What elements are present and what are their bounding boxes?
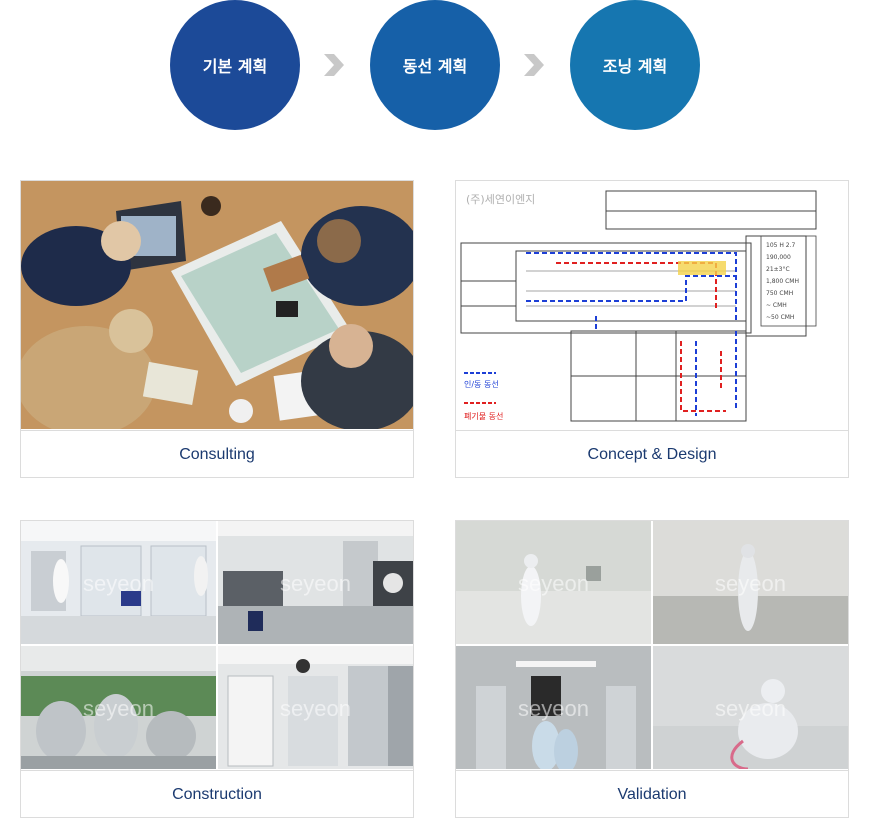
card-label: Concept & Design — [456, 430, 848, 479]
validation-test-photo-4: seyeon — [653, 646, 848, 769]
validation-test-photo-1: seyeon — [456, 521, 651, 644]
svg-text:~50 CMH: ~50 CMH — [766, 314, 794, 321]
watermark-text: seyeon — [280, 571, 351, 596]
card-validation[interactable]: seyeon seyeon seyeon — [455, 520, 849, 818]
plan-legend-text: 폐기물 동선 — [464, 411, 503, 421]
lab-room-photo: seyeon — [218, 521, 413, 644]
chevron-right-icon — [524, 54, 544, 76]
step-label: 조닝 계획 — [602, 57, 668, 76]
process-steps: 기본 계획 동선 계획 조닝 계획 — [0, 0, 870, 130]
svg-text:1,800 CMH: 1,800 CMH — [766, 278, 799, 285]
plan-company-text: (주)세연이엔지 — [466, 193, 535, 206]
step-label: 기본 계획 — [202, 57, 268, 76]
watermark-text: seyeon — [83, 571, 154, 596]
chevron-right-icon — [324, 54, 344, 76]
watermark-text: seyeon — [83, 696, 154, 721]
validation-test-photo-2: seyeon — [653, 521, 848, 644]
plan-legend-text: 인/동 동선 — [464, 379, 499, 389]
card-consulting[interactable]: Consulting — [20, 180, 414, 478]
production-equipment-photo: seyeon — [21, 646, 216, 769]
card-construction[interactable]: seyeon seyeon seyeon — [20, 520, 414, 818]
svg-text:~ CMH: ~ CMH — [766, 302, 787, 309]
watermark-text: seyeon — [715, 696, 786, 721]
svg-text:105 H 2.7: 105 H 2.7 — [766, 242, 796, 249]
svg-text:750 CMH: 750 CMH — [766, 290, 793, 297]
validation-photo-grid: seyeon seyeon seyeon — [456, 521, 848, 769]
step-zoning-plan: 조닝 계획 — [570, 0, 700, 130]
card-label: Construction — [21, 770, 413, 819]
card-label: Validation — [456, 770, 848, 819]
svg-text:21±3°C: 21±3°C — [766, 266, 790, 273]
floor-plan-image: (주)세연이엔지 — [456, 181, 848, 429]
watermark-text: seyeon — [280, 696, 351, 721]
watermark-text: seyeon — [518, 571, 589, 596]
cleanroom-lab-photo: seyeon — [21, 521, 216, 644]
cleanroom-corridor-photo: seyeon — [218, 646, 413, 769]
card-concept-design[interactable]: (주)세연이엔지 — [455, 180, 849, 478]
consulting-meeting-image — [21, 181, 413, 429]
step-circulation-plan: 동선 계획 — [370, 0, 500, 130]
watermark-text: seyeon — [715, 571, 786, 596]
step-basic-plan: 기본 계획 — [170, 0, 300, 130]
card-label: Consulting — [21, 430, 413, 479]
svg-text:190,000: 190,000 — [766, 254, 791, 261]
watermark-text: seyeon — [518, 696, 589, 721]
step-label: 동선 계획 — [402, 57, 468, 76]
construction-photo-grid: seyeon seyeon seyeon — [21, 521, 413, 769]
validation-test-photo-3: seyeon — [456, 646, 651, 769]
